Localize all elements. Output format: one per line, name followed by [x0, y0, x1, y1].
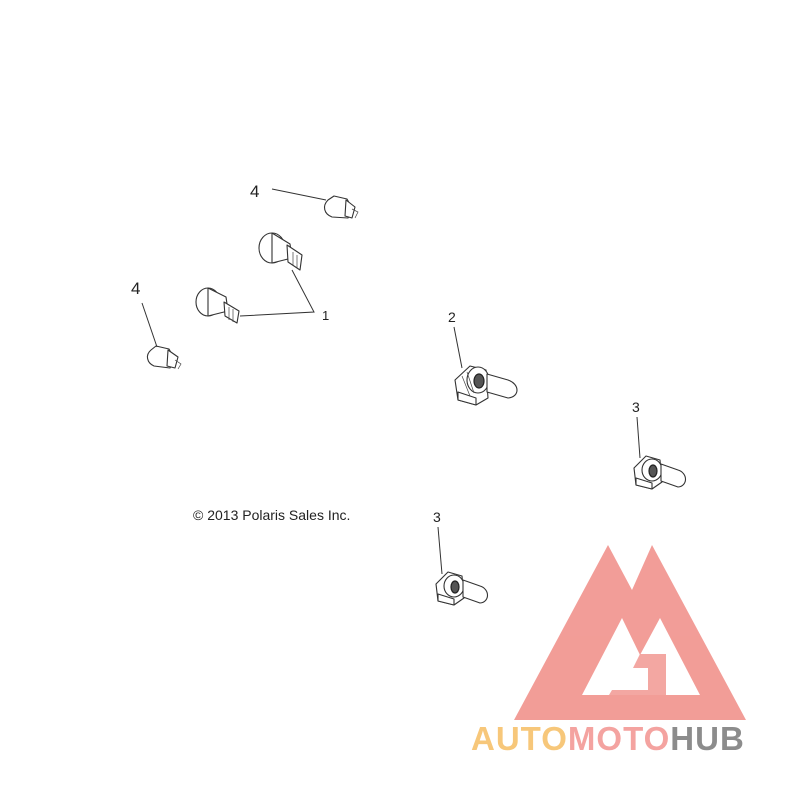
callout-3-bottom: 3 [433, 509, 441, 525]
wordmark-hub: HUB [670, 720, 745, 757]
bulb-large-lower [195, 287, 240, 324]
callout-4-left: 4 [131, 279, 140, 298]
bulb-wedge-left [146, 345, 182, 370]
bulb-wedge-top [323, 195, 359, 219]
logo-inner-hook [606, 654, 666, 700]
callout-3-right: 3 [632, 399, 640, 415]
callout-4-top: 4 [250, 182, 259, 201]
bulb-headlamp-3-bottom [435, 571, 489, 606]
automotohub-wordmark: AUTOMOTOHUB [471, 720, 745, 757]
automotohub-logo [514, 545, 746, 720]
bulb-large-upper [258, 232, 303, 271]
copyright-notice: © 2013 Polaris Sales Inc. [193, 507, 350, 523]
bulb-headlamp-2 [454, 365, 518, 406]
wordmark-moto: MOTO [568, 720, 670, 757]
logo-mark [514, 545, 746, 720]
callout-1: 1 [322, 308, 329, 323]
callout-2: 2 [448, 309, 456, 325]
bulb-headlamp-3-right [633, 455, 687, 490]
wordmark-auto: AUTO [471, 720, 568, 757]
